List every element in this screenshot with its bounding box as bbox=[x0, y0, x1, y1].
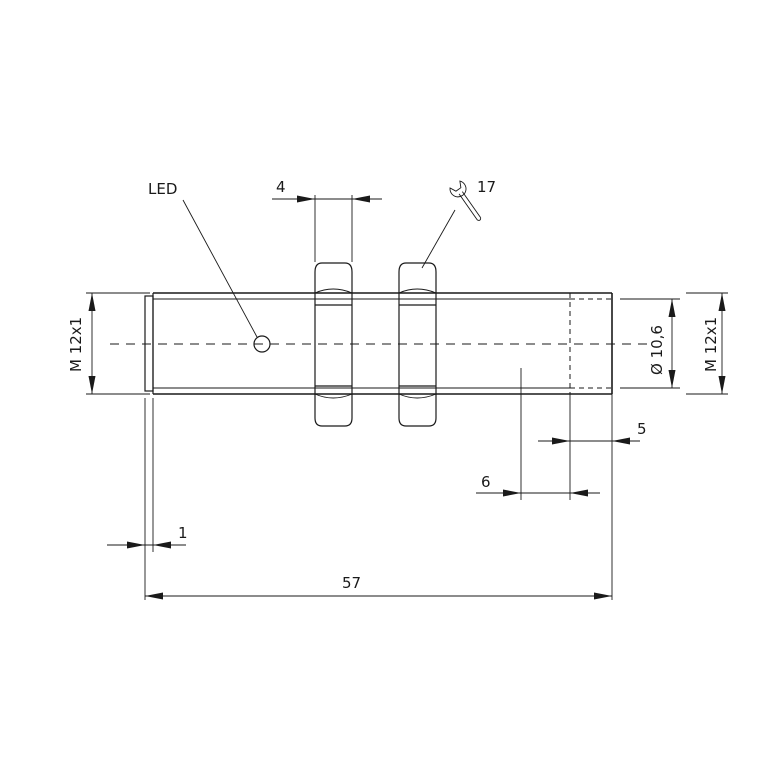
dim-57: 57 bbox=[145, 574, 612, 600]
sensor-body bbox=[144, 292, 613, 395]
dim-1: 1 bbox=[107, 398, 188, 600]
thread-right-label: M 12x1 bbox=[702, 317, 720, 372]
dim-5: 5 bbox=[538, 394, 647, 600]
wrench-callout: 17 bbox=[421, 178, 496, 269]
dim-diameter: Ø 10,6 bbox=[620, 298, 680, 389]
dim-thread-right: M 12x1 bbox=[686, 292, 728, 395]
dim-thread-left: M 12x1 bbox=[67, 292, 150, 395]
wrench-size-value: 17 bbox=[477, 178, 496, 196]
led-label: LED bbox=[148, 180, 177, 198]
dim-nut-width: 4 bbox=[272, 178, 382, 262]
diameter-label: Ø 10,6 bbox=[648, 325, 666, 375]
dim-6-value: 6 bbox=[481, 473, 491, 491]
hex-nut-rear bbox=[398, 262, 437, 427]
wrench-icon bbox=[449, 180, 482, 221]
dim-57-value: 57 bbox=[342, 574, 361, 592]
led-leader-line bbox=[182, 199, 258, 338]
dim-1-value: 1 bbox=[178, 524, 188, 542]
thread-left-label: M 12x1 bbox=[67, 317, 85, 372]
dim-5-value: 5 bbox=[637, 420, 647, 438]
dim-6: 6 bbox=[476, 368, 600, 500]
led-indicator bbox=[253, 335, 271, 353]
dim-nut-width-value: 4 bbox=[276, 178, 286, 196]
hex-nut-front bbox=[314, 262, 353, 427]
